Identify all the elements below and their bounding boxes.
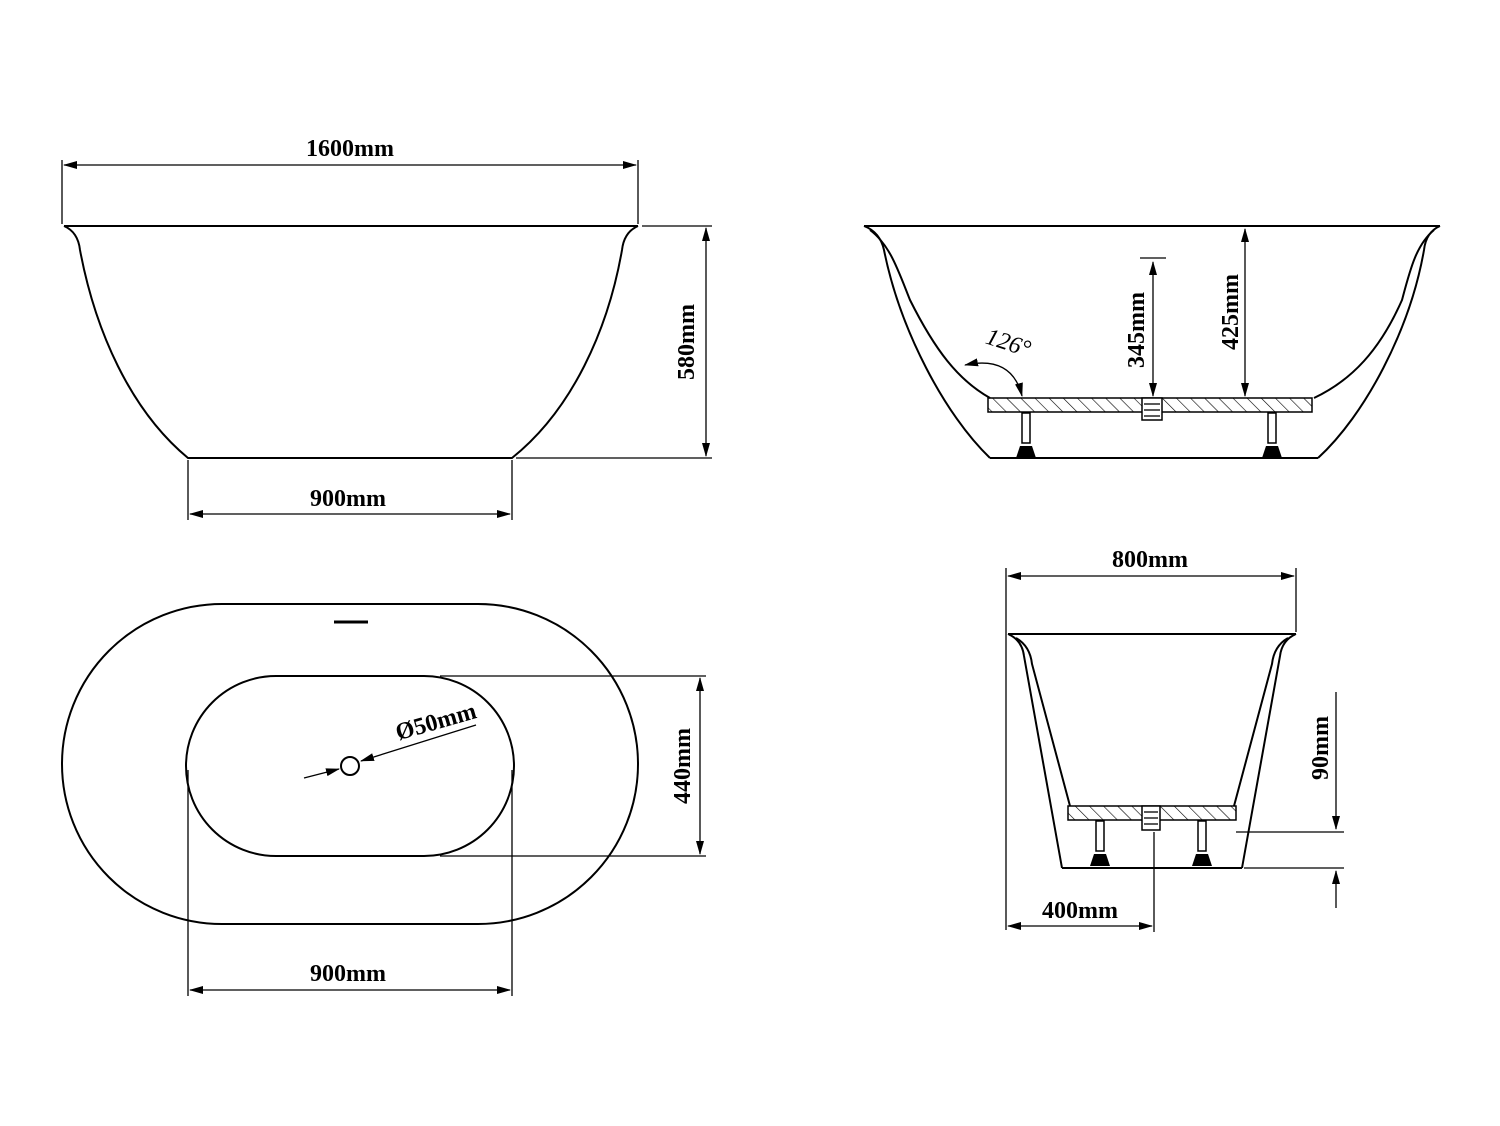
- end-width-label: 800mm: [1112, 547, 1188, 573]
- plan-inner-width-label: 440mm: [670, 728, 696, 804]
- end-leg-right: [1192, 820, 1212, 866]
- side-drain-depth-label: 345mm: [1124, 292, 1150, 368]
- plan-drain-label: Ø50mm: [393, 698, 480, 746]
- top-length-label: 1600mm: [306, 136, 394, 162]
- plan-drain-icon: [340, 756, 360, 776]
- side-section-view: 345mm 425mm 126°: [863, 225, 1441, 459]
- end-section-view: 800mm 90mm 400mm: [1005, 547, 1344, 932]
- plan-inner-length-label: 900mm: [310, 961, 386, 987]
- plan-inner-basin: [185, 675, 515, 857]
- front-view: 1600mm 580mm 900mm: [61, 136, 712, 520]
- end-drain-height-label: 90mm: [1308, 716, 1334, 780]
- side-leg-left: [1016, 412, 1036, 458]
- end-leg-left: [1090, 820, 1110, 866]
- front-base-label: 900mm: [310, 486, 386, 512]
- plan-view: Ø50mm 440mm 900mm: [61, 603, 706, 996]
- front-height-label: 580mm: [674, 304, 700, 380]
- end-drain-offset-label: 400mm: [1042, 898, 1118, 924]
- side-angle-label: 126°: [982, 324, 1034, 363]
- plan-outer-rim: [61, 603, 639, 925]
- side-leg-right: [1262, 412, 1282, 458]
- side-inner-depth-label: 425mm: [1218, 274, 1244, 350]
